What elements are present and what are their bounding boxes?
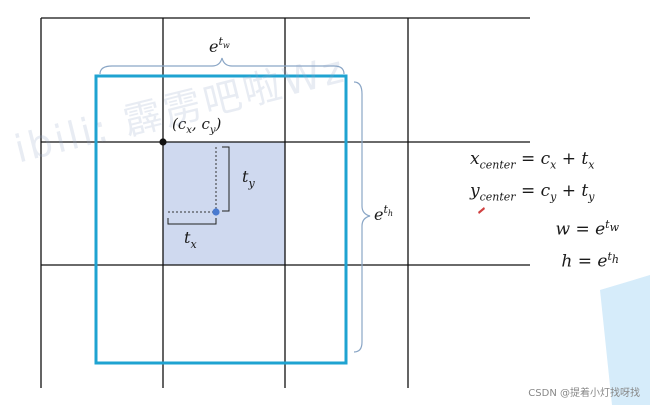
ty-label: ty <box>242 167 255 190</box>
tx-bracket <box>167 218 217 225</box>
grid-corner-point <box>159 138 167 146</box>
equations: xcenter = cx + tx ycenter = cy + ty w = … <box>470 146 645 276</box>
equation-y-center: ycenter = cy + ty <box>470 181 595 204</box>
tx-label: tx <box>184 228 197 251</box>
width-label: etw <box>209 35 230 56</box>
grid <box>40 17 530 388</box>
width-brace <box>99 57 345 75</box>
equation-x-center: xcenter = cx + tx <box>470 149 595 172</box>
equation-height: h = eth <box>561 250 619 273</box>
equation-width: w = etw <box>555 217 619 240</box>
corner-label: (cx, cy) <box>172 115 222 136</box>
anchor-box <box>94 74 348 365</box>
predicted-center-point <box>212 208 220 216</box>
decorative-blue-shape <box>600 275 650 405</box>
footer-credit: CSDN @提着小灯找呀找 <box>528 388 640 399</box>
height-brace <box>353 81 371 353</box>
offset-guides <box>168 147 217 213</box>
ty-bracket <box>222 146 230 212</box>
grid-cell-highlight <box>163 142 285 265</box>
height-label: eth <box>374 203 393 224</box>
cursor-icon <box>478 207 485 214</box>
